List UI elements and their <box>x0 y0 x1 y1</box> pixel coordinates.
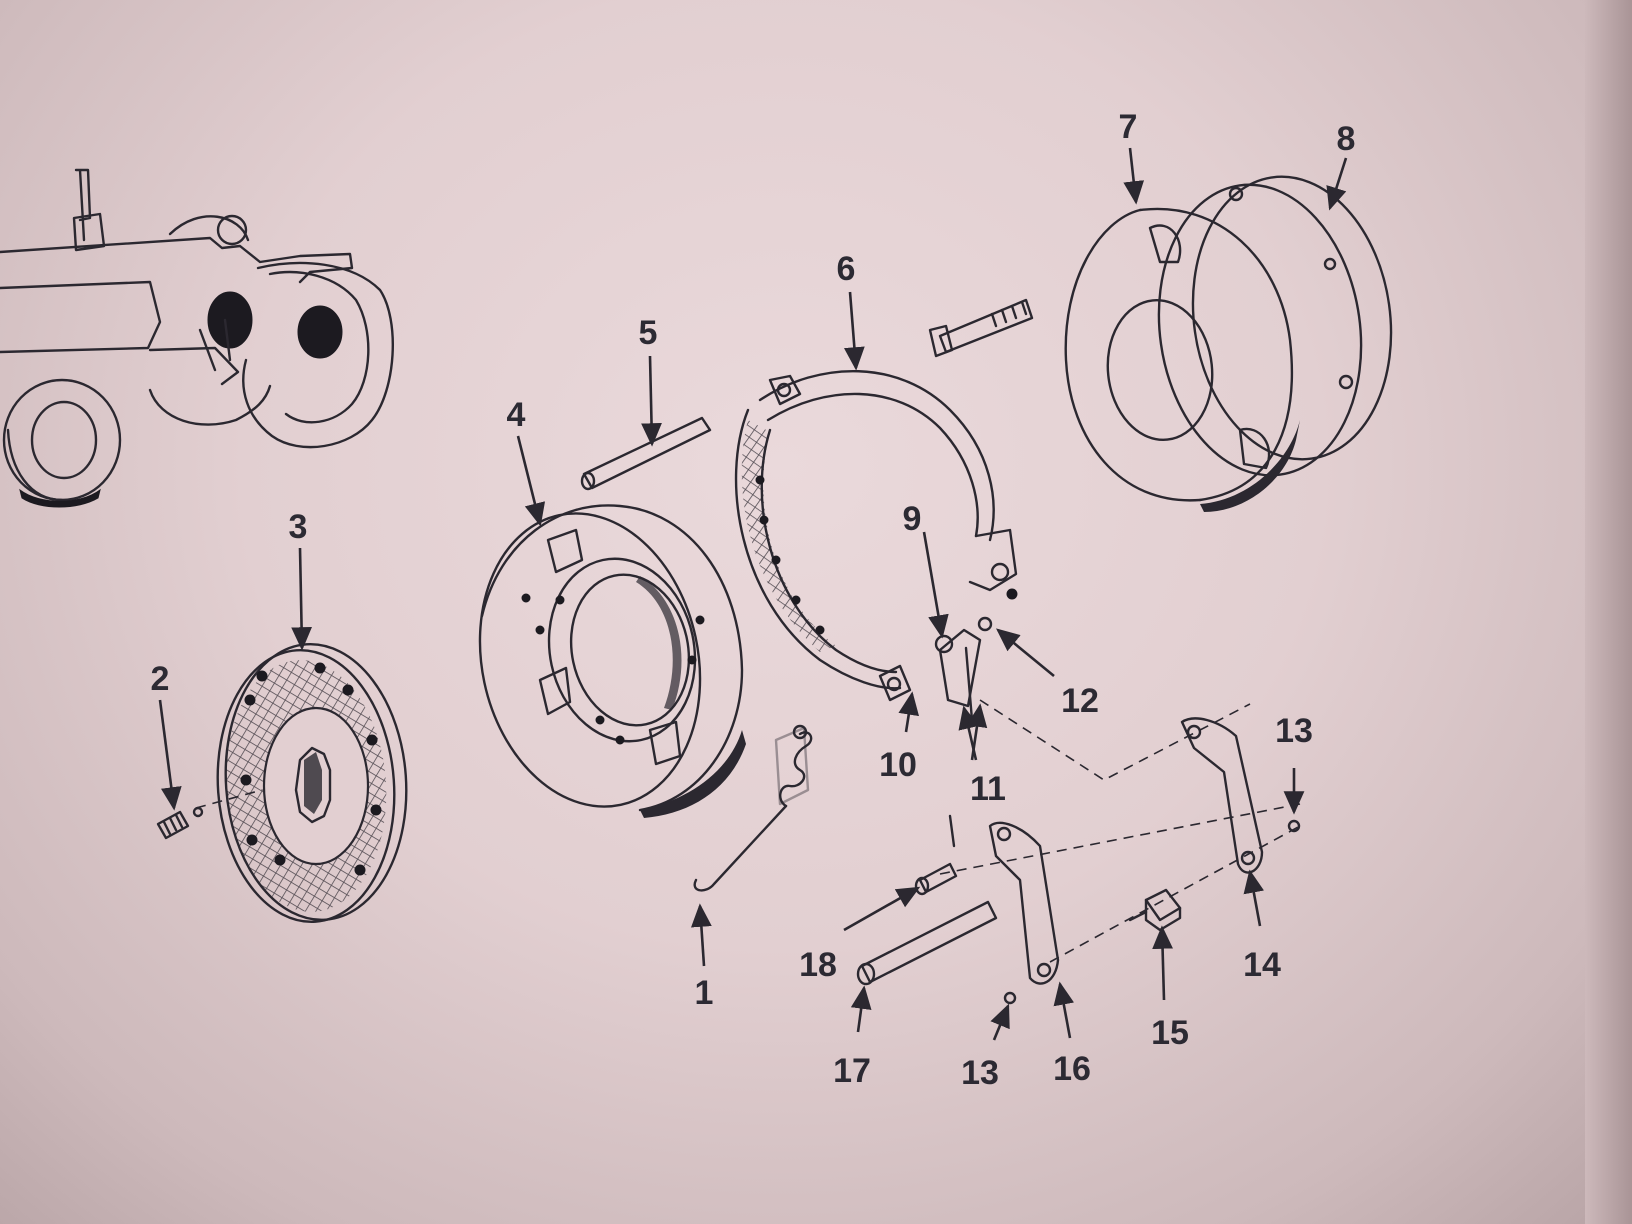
callout-4: 4 <box>507 396 526 434</box>
callout-9: 9 <box>903 500 922 538</box>
part-7-8-weights <box>1064 175 1393 512</box>
callout-17: 17 <box>833 1052 871 1090</box>
assembly-dashed-lines <box>195 699 1301 963</box>
part-3-brake-disc <box>216 642 408 924</box>
callout-13-lower: 13 <box>961 1054 999 1092</box>
bolt <box>928 298 1034 358</box>
part-6-brake-band <box>734 369 1018 702</box>
callout-5: 5 <box>639 314 658 352</box>
part-13-nut-right <box>1287 819 1301 833</box>
tractor-locator-illustration <box>0 168 394 508</box>
callout-12: 12 <box>1061 682 1099 720</box>
callout-8: 8 <box>1337 120 1356 158</box>
band-linkage-hardware <box>934 588 1018 722</box>
callout-1: 1 <box>695 974 714 1012</box>
part-17-rod <box>856 900 998 986</box>
part-2-screw <box>156 806 204 840</box>
part-13-nut-lower <box>1003 991 1017 1005</box>
callout-18: 18 <box>799 946 837 984</box>
callout-3: 3 <box>289 508 308 546</box>
part-14-lever <box>1180 717 1264 874</box>
callout-14: 14 <box>1243 946 1281 984</box>
callout-15: 15 <box>1151 1014 1189 1052</box>
callout-6: 6 <box>837 250 856 288</box>
part-1-spring <box>693 724 813 892</box>
callout-16: 16 <box>1053 1050 1091 1088</box>
callout-labels: 1 2 3 4 5 6 7 8 9 10 11 12 13 13 14 15 1… <box>151 108 1356 1092</box>
part-4-brake-drum <box>478 504 746 818</box>
callout-2: 2 <box>151 660 170 698</box>
part-5-pin <box>580 416 712 491</box>
callout-7: 7 <box>1119 108 1138 146</box>
part-18-clevis-pin <box>914 814 958 896</box>
leader-arrows <box>158 147 1348 1041</box>
callout-13-right: 13 <box>1275 712 1313 750</box>
part-16-lever <box>988 821 1060 985</box>
callout-10: 10 <box>879 746 917 784</box>
callout-11: 11 <box>970 770 1006 808</box>
page-edge-shadow <box>1585 0 1632 1224</box>
